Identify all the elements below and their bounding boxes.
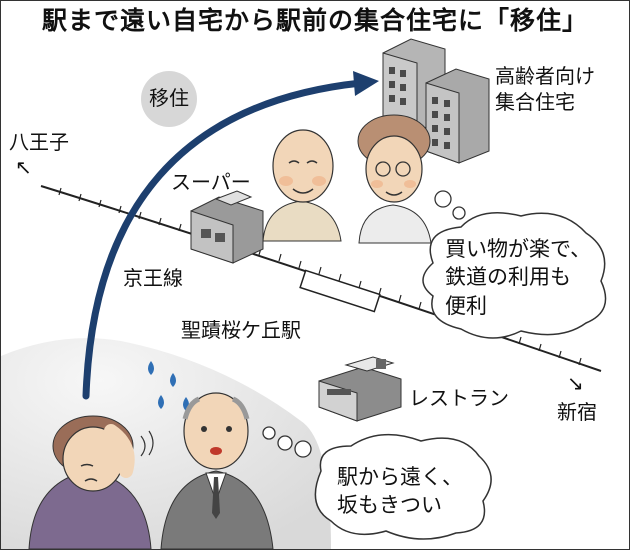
worried-woman xyxy=(28,415,154,549)
hachioji-direction-arrow: ↖ xyxy=(15,155,32,179)
keio-line-label: 京王線 xyxy=(123,266,183,290)
bubble-bottom-text: 駅から遠く、 坂もきつい xyxy=(337,463,463,520)
shinjuku-direction-arrow: ↘ xyxy=(567,371,584,395)
bubble-top-line2: 鉄道の利用も xyxy=(445,265,571,290)
station-platform xyxy=(299,269,381,313)
housing-label-line1: 高齢者向け xyxy=(495,64,595,88)
thought-bubble-top xyxy=(422,190,607,339)
shinjuku-label: 新宿 xyxy=(557,400,597,424)
supermarket-building xyxy=(190,190,264,264)
housing-label-line2: 集合住宅 xyxy=(495,90,575,114)
elderly-woman xyxy=(357,114,432,244)
migration-arrow-head xyxy=(353,71,379,96)
sweat-drops xyxy=(148,361,189,411)
restaurant-label: レストラン xyxy=(409,386,509,410)
restaurant-building xyxy=(318,356,402,422)
bubble-bottom-line1: 駅から遠く、 xyxy=(337,465,463,489)
supermarket-label: スーパー xyxy=(171,170,251,194)
move-label: 移住 xyxy=(149,86,189,110)
bubble-top-line3: 便利 xyxy=(445,293,487,318)
railway-line xyxy=(40,185,602,372)
thought-bubble-bottom xyxy=(262,426,492,540)
station-label: 聖蹟桜ケ丘駅 xyxy=(181,318,301,342)
page-title: 駅まで遠い自宅から駅前の集合住宅に「移住」 xyxy=(41,6,588,35)
bubble-top-line1: 買い物が楽で、 xyxy=(445,237,592,261)
hachioji-label: 八王子 xyxy=(9,130,69,154)
migration-arrow-path xyxy=(82,79,365,400)
elderly-man xyxy=(262,129,342,242)
bubble-bottom-line2: 坂もきつい xyxy=(337,493,442,518)
worried-man xyxy=(160,392,274,549)
bubble-top-text: 買い物が楽で、 鉄道の利用も 便利 xyxy=(445,235,591,320)
move-label-circle xyxy=(141,71,197,127)
apartment-building-front xyxy=(425,68,490,164)
